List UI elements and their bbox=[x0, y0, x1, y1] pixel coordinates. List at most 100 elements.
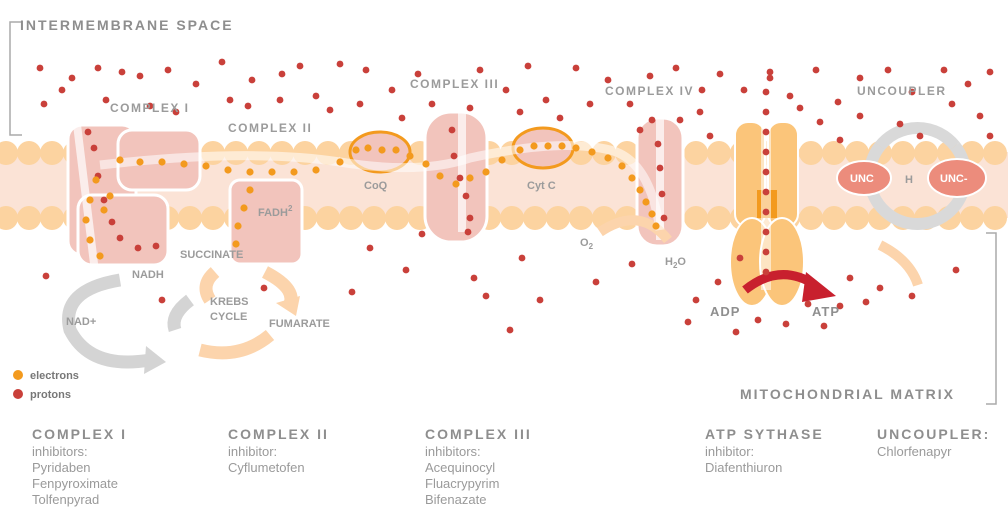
legend-electrons-label: electrons bbox=[30, 370, 79, 382]
proton bbox=[707, 133, 714, 140]
electron bbox=[232, 240, 239, 247]
proton bbox=[817, 119, 824, 126]
fadh-label: FADH2 bbox=[258, 204, 293, 219]
electron bbox=[466, 174, 473, 181]
electron bbox=[100, 206, 107, 213]
proton bbox=[783, 321, 790, 328]
proton bbox=[137, 73, 144, 80]
proton bbox=[463, 193, 470, 200]
electron bbox=[92, 176, 99, 183]
nadh-cycle-arrow bbox=[174, 300, 190, 330]
proton bbox=[755, 317, 762, 324]
proton bbox=[193, 81, 200, 88]
atp-label: ATP bbox=[812, 304, 840, 319]
proton bbox=[627, 101, 634, 108]
proton bbox=[103, 97, 110, 104]
inhibitor-panel-line: Cyflumetofen bbox=[228, 460, 329, 476]
succinate-label: SUCCINATE bbox=[180, 249, 243, 261]
proton bbox=[685, 319, 692, 326]
inhibitor-panel-title: COMPLEX III bbox=[425, 426, 532, 442]
proton bbox=[693, 297, 700, 304]
membrane-bead bbox=[983, 141, 1007, 165]
unc-label: UNC bbox=[850, 173, 874, 185]
electron bbox=[158, 158, 165, 165]
proton bbox=[677, 117, 684, 124]
proton bbox=[847, 275, 854, 282]
proton bbox=[885, 67, 892, 74]
proton bbox=[877, 285, 884, 292]
electron bbox=[224, 166, 231, 173]
proton bbox=[763, 209, 770, 216]
membrane-bead bbox=[17, 206, 41, 230]
membrane-bead bbox=[546, 206, 570, 230]
proton bbox=[573, 65, 580, 72]
inhibitor-panel-line: Fluacrypyrim bbox=[425, 476, 532, 492]
proton bbox=[767, 69, 774, 76]
proton bbox=[949, 101, 956, 108]
proton bbox=[953, 267, 960, 274]
proton bbox=[525, 63, 532, 70]
inhibitor-panel-line: Fenpyroximate bbox=[32, 476, 127, 492]
proton bbox=[261, 285, 268, 292]
electron bbox=[530, 142, 537, 149]
electron bbox=[116, 156, 123, 163]
membrane-bead bbox=[362, 206, 386, 230]
electron bbox=[588, 148, 595, 155]
proton bbox=[457, 175, 464, 182]
electron bbox=[618, 162, 625, 169]
membrane-bead bbox=[983, 206, 1007, 230]
adp-label: ADP bbox=[710, 304, 740, 319]
membrane-bead bbox=[17, 141, 41, 165]
intermembrane-space-label: INTERMEMBRANE SPACE bbox=[20, 17, 234, 33]
proton bbox=[419, 231, 426, 238]
legend-proton-swatch bbox=[13, 389, 23, 399]
proton bbox=[763, 189, 770, 196]
proton bbox=[429, 101, 436, 108]
proton bbox=[467, 105, 474, 112]
unc-minus-label: UNC- bbox=[940, 173, 968, 185]
proton bbox=[763, 229, 770, 236]
membrane-bead bbox=[684, 206, 708, 230]
electron bbox=[86, 236, 93, 243]
proton bbox=[519, 255, 526, 262]
proton bbox=[797, 105, 804, 112]
proton bbox=[59, 87, 66, 94]
electron bbox=[268, 168, 275, 175]
membrane-bead bbox=[684, 141, 708, 165]
proton bbox=[159, 297, 166, 304]
membrane-bead bbox=[385, 206, 409, 230]
proton bbox=[227, 97, 234, 104]
legend: electrons protons bbox=[13, 370, 79, 401]
proton bbox=[661, 215, 668, 222]
electron bbox=[604, 154, 611, 161]
proton bbox=[313, 93, 320, 100]
proton bbox=[909, 293, 916, 300]
proton bbox=[649, 117, 656, 124]
membrane-bead bbox=[960, 206, 984, 230]
proton bbox=[119, 69, 126, 76]
proton bbox=[737, 255, 744, 262]
h2o-label: H2O bbox=[665, 256, 686, 270]
proton bbox=[449, 127, 456, 134]
inhibitor-panel-line: inhibitors: bbox=[32, 444, 127, 460]
proton bbox=[813, 67, 820, 74]
electron bbox=[498, 156, 505, 163]
electron bbox=[96, 252, 103, 259]
membrane-bead bbox=[339, 206, 363, 230]
electron bbox=[246, 186, 253, 193]
proton bbox=[85, 129, 92, 136]
electron bbox=[436, 172, 443, 179]
electron bbox=[544, 142, 551, 149]
inhibitor-panel: COMPLEX Iinhibitors:PyridabenFenpyroxima… bbox=[32, 426, 127, 508]
inhibitor-panel-title: UNCOUPLER: bbox=[877, 426, 990, 442]
complex-2-label: COMPLEX II bbox=[228, 121, 312, 135]
proton bbox=[327, 107, 334, 114]
fumarate-label: FUMARATE bbox=[269, 318, 330, 330]
proton bbox=[249, 77, 256, 84]
proton bbox=[41, 101, 48, 108]
legend-protons-label: protons bbox=[30, 389, 71, 401]
proton bbox=[219, 59, 226, 66]
proton bbox=[297, 63, 304, 70]
